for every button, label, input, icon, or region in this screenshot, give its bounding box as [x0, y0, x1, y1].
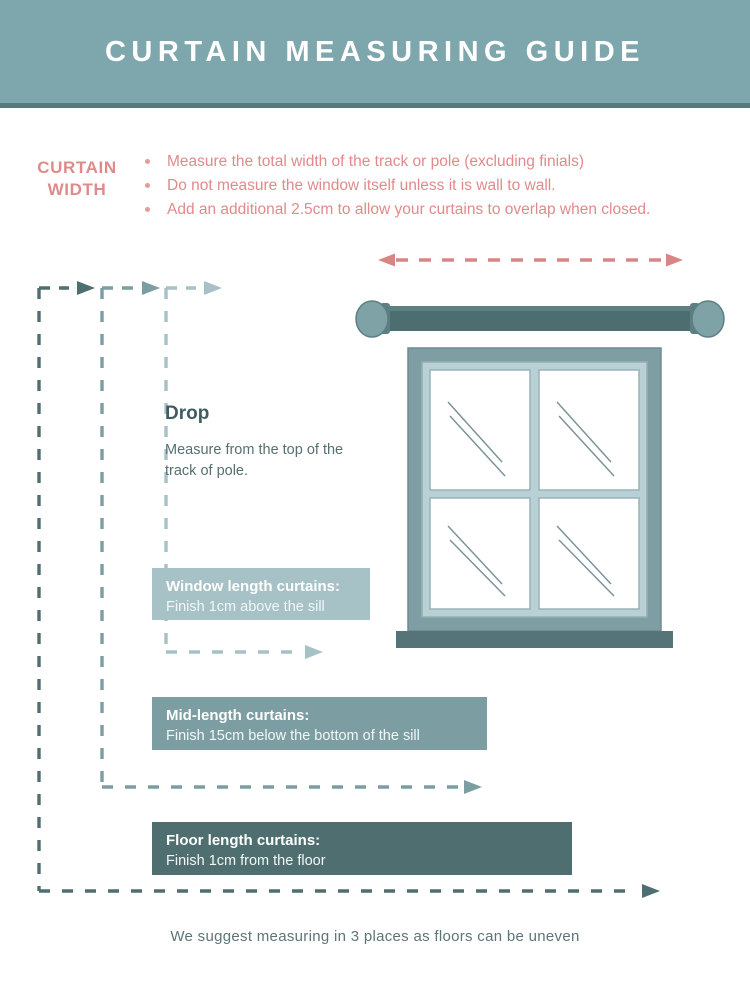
- bullet-text: Measure the total width of the track or …: [167, 153, 584, 170]
- bullet-dot-icon: [145, 183, 150, 188]
- mid-length-guide: [100, 281, 482, 794]
- curtain-width-label-line2: WIDTH: [47, 180, 107, 199]
- bullet-dot-icon: [145, 159, 150, 164]
- footer-note: We suggest measuring in 3 places as floo…: [170, 928, 580, 945]
- list-item: Measure the total width of the track or …: [145, 150, 745, 174]
- callout-subtitle: Finish 15cm below the bottom of the sill: [166, 728, 420, 744]
- callout-title: Window length curtains:: [166, 578, 341, 595]
- curtain-width-label: CURTAIN WIDTH: [22, 157, 132, 201]
- width-measure-arrow-icon: [378, 253, 683, 267]
- bullet-text: Do not measure the window itself unless …: [167, 177, 556, 194]
- list-item: Do not measure the window itself unless …: [145, 174, 745, 198]
- header-divider: [0, 103, 750, 108]
- list-item: Add an additional 2.5cm to allow your cu…: [145, 198, 745, 222]
- window-length-callout: Window length curtains: Finish 1cm above…: [152, 568, 370, 620]
- callout-subtitle: Finish 1cm above the sill: [166, 599, 325, 615]
- curtain-pole-icon: [355, 300, 725, 338]
- drop-description: Measure from the top of the track of pol…: [165, 442, 344, 479]
- mid-length-callout: Mid-length curtains: Finish 15cm below t…: [152, 697, 487, 750]
- callout-title: Floor length curtains:: [166, 832, 321, 849]
- callout-subtitle: Finish 1cm from the floor: [166, 853, 326, 869]
- floor-length-guide: [37, 281, 660, 898]
- curtain-width-bullet-list: Measure the total width of the track or …: [145, 150, 745, 222]
- window-with-curtain-pole: [355, 300, 725, 648]
- drop-heading: Drop: [165, 403, 210, 424]
- curtain-width-label-line1: CURTAIN: [37, 158, 117, 177]
- callout-title: Mid-length curtains:: [166, 707, 310, 724]
- page-title: CURTAIN MEASURING GUIDE: [104, 36, 646, 68]
- header-band: [0, 0, 750, 103]
- floor-length-callout: Floor length curtains: Finish 1cm from t…: [152, 822, 572, 875]
- bullet-text: Add an additional 2.5cm to allow your cu…: [167, 201, 651, 218]
- bullet-dot-icon: [145, 207, 150, 212]
